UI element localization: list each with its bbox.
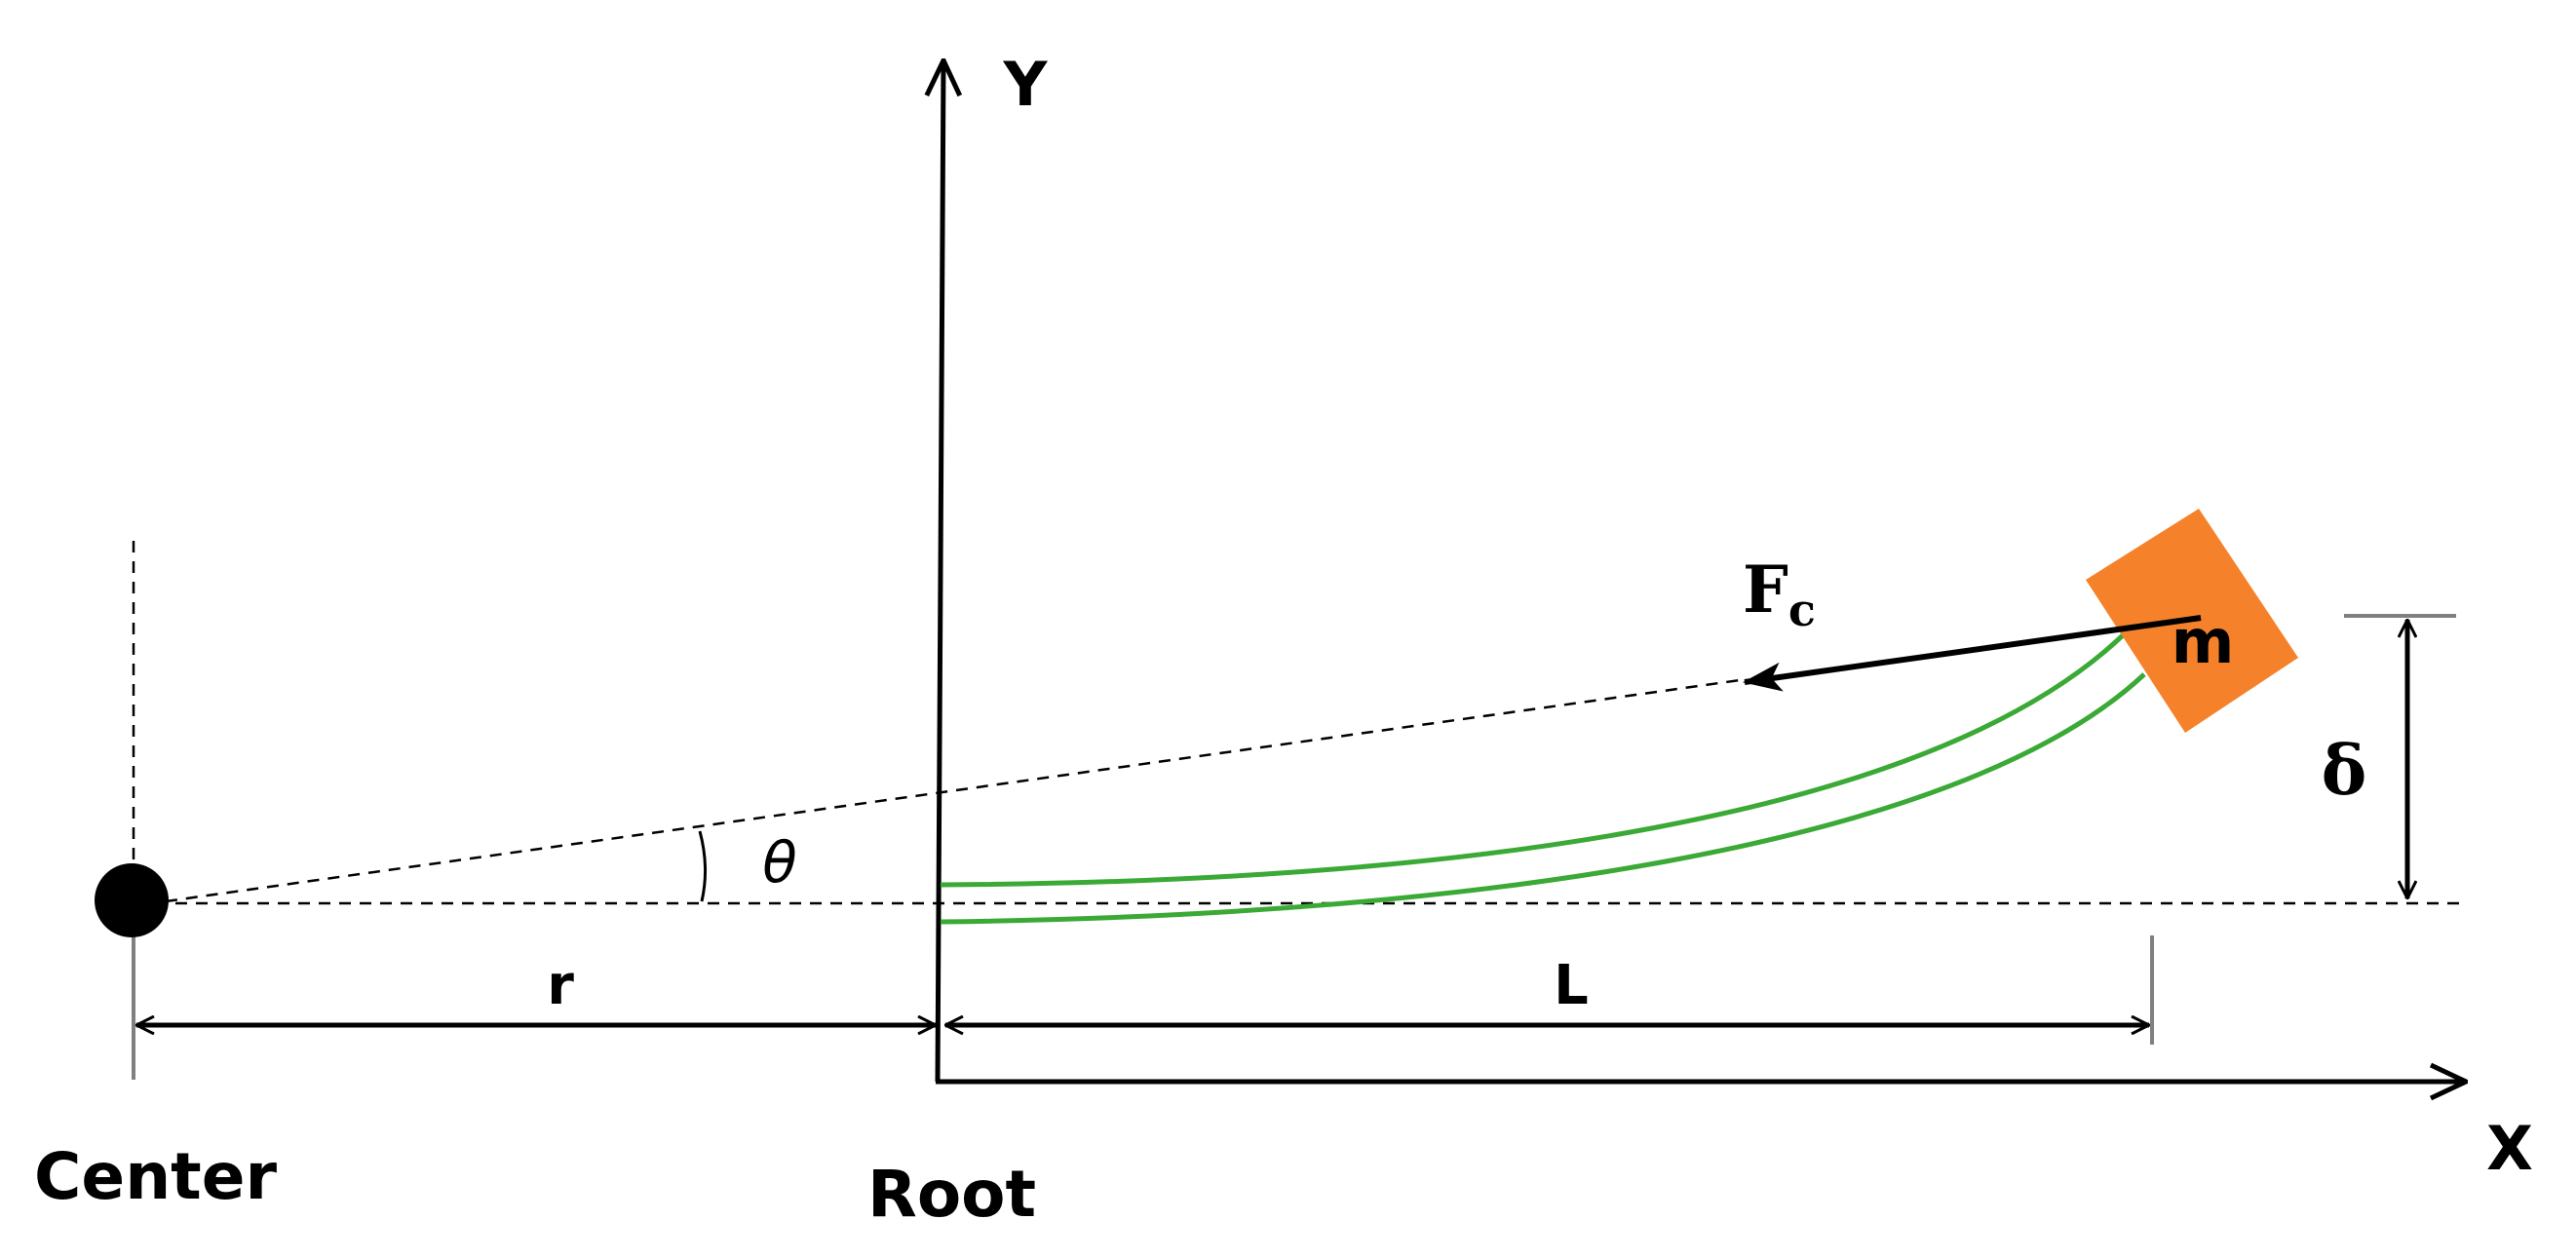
beam-upper-edge [940,633,2125,888]
center-label: Center [34,1139,277,1214]
force-label-subscript: c [1788,584,1816,636]
L-label: L [1554,954,1589,1017]
y-axis-label: Y [1003,49,1049,120]
inclined-reference-line [165,678,1741,903]
root-label: Root [867,1157,1036,1232]
delta-label: δ [2322,730,2367,811]
force-label-main: F [1743,552,1788,628]
y-axis [938,60,943,1083]
x-axis-label: X [2486,1113,2533,1184]
r-label: r [547,954,574,1017]
force-label: Fc [1743,552,1816,636]
beam-lower-edge [940,672,2146,925]
theta-label: θ [762,829,797,896]
mass-label: m [2172,606,2235,677]
force-arrow [1743,615,2202,692]
theta-arc [698,830,708,902]
center-point [95,863,169,937]
